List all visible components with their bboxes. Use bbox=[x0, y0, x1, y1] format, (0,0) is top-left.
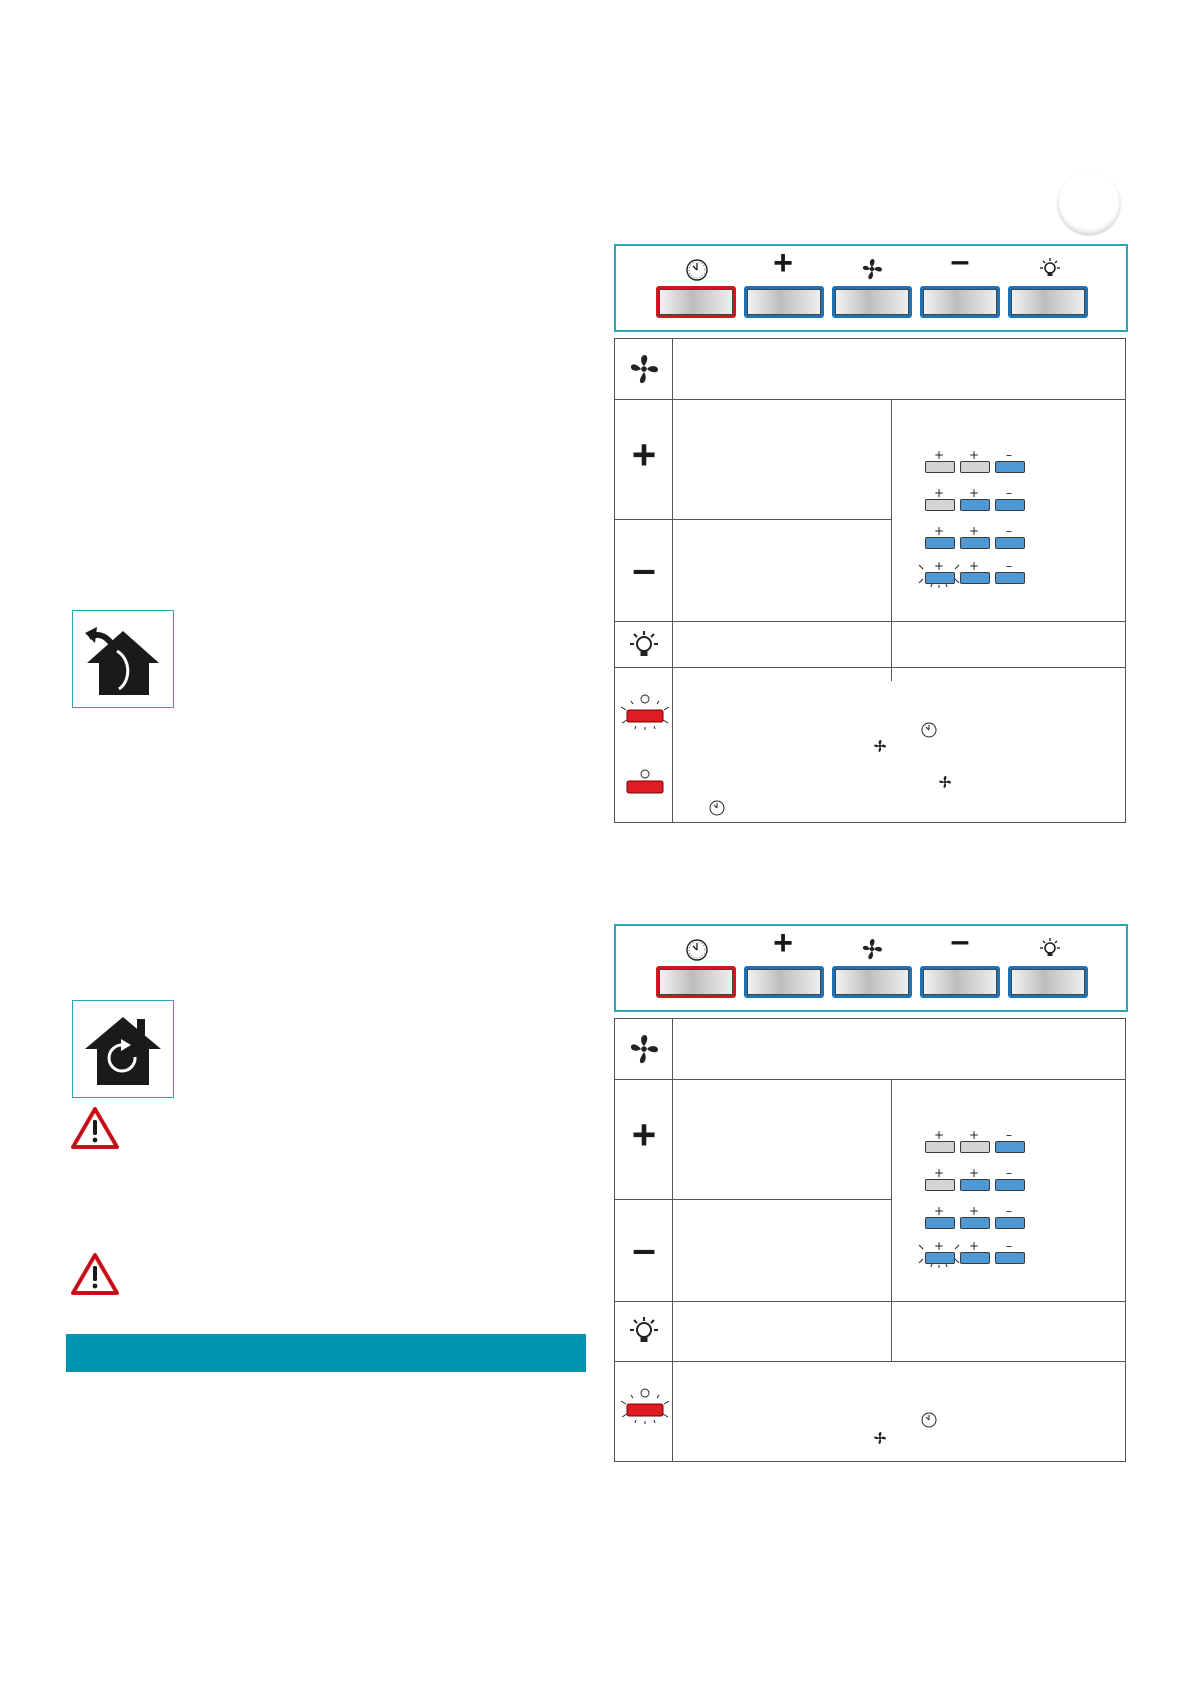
light-bulb-icon bbox=[630, 631, 658, 656]
plus-button[interactable] bbox=[744, 966, 824, 998]
light-bulb-icon bbox=[1040, 258, 1060, 276]
table-plus-sign: + bbox=[631, 1111, 657, 1158]
function-table-top: + – + + – + + – + + – + + – bbox=[614, 338, 1126, 823]
plus-label: + bbox=[773, 244, 793, 282]
blinking-timer-led bbox=[620, 694, 670, 730]
light-button[interactable] bbox=[1008, 966, 1088, 998]
plus-label: + bbox=[773, 924, 793, 962]
language-badge bbox=[1058, 172, 1120, 234]
warning-triangle-icon bbox=[71, 1107, 119, 1149]
clock-icon bbox=[921, 722, 937, 738]
clock-icon bbox=[686, 259, 708, 281]
fan-icon bbox=[874, 740, 886, 752]
control-panel-bottom: + – bbox=[614, 924, 1128, 1012]
clock-icon bbox=[709, 800, 725, 816]
timer-button[interactable] bbox=[656, 286, 736, 318]
house-recirculation-icon bbox=[85, 1017, 161, 1085]
fan-icon bbox=[630, 1035, 658, 1064]
house-recirculation-box bbox=[72, 1000, 174, 1098]
section-heading-bar bbox=[66, 1334, 586, 1372]
fan-icon bbox=[862, 259, 882, 280]
minus-button[interactable] bbox=[920, 286, 1000, 318]
warning-triangle-icon bbox=[71, 1253, 119, 1295]
light-bulb-icon bbox=[630, 1317, 658, 1342]
steady-timer-led bbox=[626, 769, 664, 794]
fan-button[interactable] bbox=[832, 966, 912, 998]
fan-icon bbox=[862, 939, 882, 960]
fan-icon bbox=[874, 1432, 886, 1444]
timer-button[interactable] bbox=[656, 966, 736, 998]
light-bulb-icon bbox=[1040, 938, 1060, 956]
house-exhaust-box bbox=[72, 610, 174, 708]
light-button[interactable] bbox=[1008, 286, 1088, 318]
fan-button[interactable] bbox=[832, 286, 912, 318]
plus-button[interactable] bbox=[744, 286, 824, 318]
table-minus-sign: – bbox=[632, 1225, 656, 1272]
clock-icon bbox=[686, 939, 708, 961]
fan-icon bbox=[630, 355, 658, 384]
minus-label: – bbox=[950, 922, 970, 960]
function-table-bottom: + – + + – + + – + + – + + – bbox=[614, 1018, 1126, 1462]
control-panel-top: + – bbox=[614, 244, 1128, 332]
blinking-timer-led bbox=[620, 1388, 670, 1424]
minus-button[interactable] bbox=[920, 966, 1000, 998]
table-plus-sign: + bbox=[631, 431, 657, 478]
minus-label: – bbox=[950, 242, 970, 280]
table-minus-sign: – bbox=[632, 545, 656, 592]
clock-icon bbox=[921, 1412, 937, 1428]
fan-icon bbox=[939, 776, 951, 788]
house-exhaust-icon bbox=[85, 627, 159, 695]
